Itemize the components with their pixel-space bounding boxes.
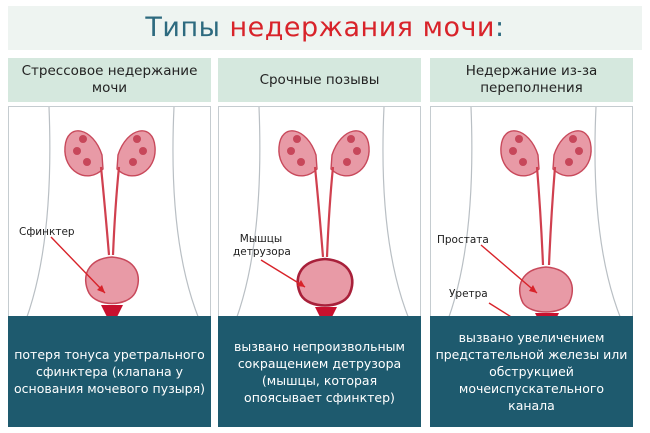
title-part1: Типы: [145, 12, 230, 43]
body-outline-left: [18, 107, 51, 338]
panel-overflow: Недержание из-за переполнения Простата У…: [430, 58, 633, 427]
ureter-left: [99, 166, 111, 256]
title-highlight: недержания мочи: [229, 12, 495, 43]
bladder: [518, 266, 574, 313]
panel-stress: Стрессовое недержание мочи Сфинктер поте…: [8, 58, 211, 427]
panel-header: Срочные позывы: [218, 58, 421, 102]
kidney-left: [278, 130, 318, 177]
bladder: [84, 256, 140, 305]
panel-urge: Срочные позывы Мышцы детрузора вызвано н…: [218, 58, 421, 427]
arrow-head: [529, 285, 537, 293]
label-detrusor: Мышцы детрузора: [233, 233, 291, 258]
panel-description: потеря тонуса уретрального сфинктера (кл…: [8, 316, 211, 427]
urinary-system-illustration: [18, 107, 208, 365]
ureter-right: [111, 166, 121, 256]
body-outline-right: [172, 107, 208, 338]
body-outline-left: [440, 107, 473, 338]
page-title: Типы недержания мочи:: [8, 6, 642, 50]
kidney-right: [552, 130, 592, 177]
sphincter: [101, 305, 123, 317]
arrow-head: [97, 285, 105, 293]
body-outline-left: [228, 107, 261, 338]
body-outline-right: [594, 107, 630, 338]
panel-header: Недержание из-за переполнения: [430, 58, 633, 102]
ureter-left: [535, 166, 545, 266]
kidney-right: [116, 130, 156, 177]
title-colon: :: [494, 12, 505, 43]
panel-description: вызвано непроизвольным сокращением детру…: [218, 316, 421, 427]
body-outline-right: [382, 107, 418, 338]
panel-header: Стрессовое недержание мочи: [8, 58, 211, 102]
label-prostate: Простата: [437, 234, 489, 246]
kidney-left: [500, 130, 540, 177]
kidney-left: [64, 130, 104, 177]
label-urethra: Уретра: [449, 288, 488, 300]
kidney-right: [330, 130, 370, 177]
bladder-detrusor: [296, 257, 354, 307]
title-bar: Типы недержания мочи:: [8, 6, 642, 50]
ureter-left: [313, 166, 325, 258]
urinary-system-illustration: [228, 107, 418, 365]
ureter-right: [325, 166, 335, 258]
panel-description: вызвано увеличением предстательной желез…: [430, 316, 633, 427]
arrow-head: [297, 280, 305, 287]
label-sphincter: Сфинктер: [19, 226, 75, 238]
ureter-right: [547, 166, 557, 266]
